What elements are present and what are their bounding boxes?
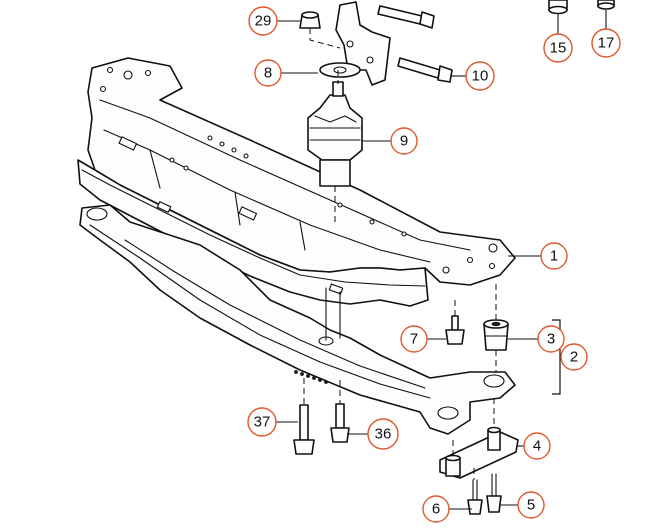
callout-5: 5 (517, 491, 545, 519)
callout-4-label: 4 (533, 438, 541, 455)
engine-mount-part (307, 81, 363, 187)
nut-17-part (597, 0, 615, 10)
callout-15: 15 (543, 33, 573, 63)
callout-2: 2 (560, 343, 588, 371)
callout-2-label: 2 (570, 349, 578, 366)
lower-beam-part (79, 204, 516, 435)
callout-36: 36 (367, 418, 399, 450)
screw-7-part (445, 315, 465, 345)
callout-7-label: 7 (410, 331, 418, 348)
callout-10-label: 10 (472, 68, 489, 85)
callout-1-label: 1 (550, 248, 558, 265)
callout-36-label: 36 (375, 426, 392, 443)
bolt-36-part (330, 403, 350, 443)
plate-4-part (439, 426, 519, 479)
assembly-lines (303, 28, 497, 480)
bolt-37-part (293, 404, 315, 455)
callout-29: 29 (248, 6, 278, 36)
callout-7: 7 (400, 325, 428, 353)
callout-29-label: 29 (255, 13, 272, 30)
callout-15-label: 15 (550, 40, 567, 57)
nut-29-part (299, 11, 321, 29)
callout-9: 9 (390, 127, 418, 155)
leader-lines (276, 10, 607, 510)
callout-3: 3 (537, 325, 565, 353)
callout-5-label: 5 (527, 497, 535, 514)
callout-1: 1 (540, 242, 568, 270)
callout-37: 37 (247, 407, 277, 437)
callout-17: 17 (591, 28, 621, 58)
callout-17-label: 17 (598, 35, 615, 52)
nut-15-part (548, 0, 568, 15)
bolt-10-part (397, 57, 453, 83)
callout-8: 8 (254, 59, 282, 87)
callout-6-label: 6 (432, 501, 440, 518)
callout-37-label: 37 (254, 414, 271, 431)
mount-bracket-part (319, 1, 391, 86)
callout-9-label: 9 (400, 133, 408, 150)
callout-6: 6 (422, 495, 450, 523)
callout-8-label: 8 (264, 65, 272, 82)
screw-5-part (486, 473, 502, 513)
bolt-top-part (377, 5, 435, 29)
callout-4: 4 (523, 432, 551, 460)
bushing-3-part (483, 319, 509, 351)
crossmember-part (77, 57, 516, 307)
callout-3-label: 3 (547, 331, 555, 348)
callout-10: 10 (465, 61, 495, 91)
